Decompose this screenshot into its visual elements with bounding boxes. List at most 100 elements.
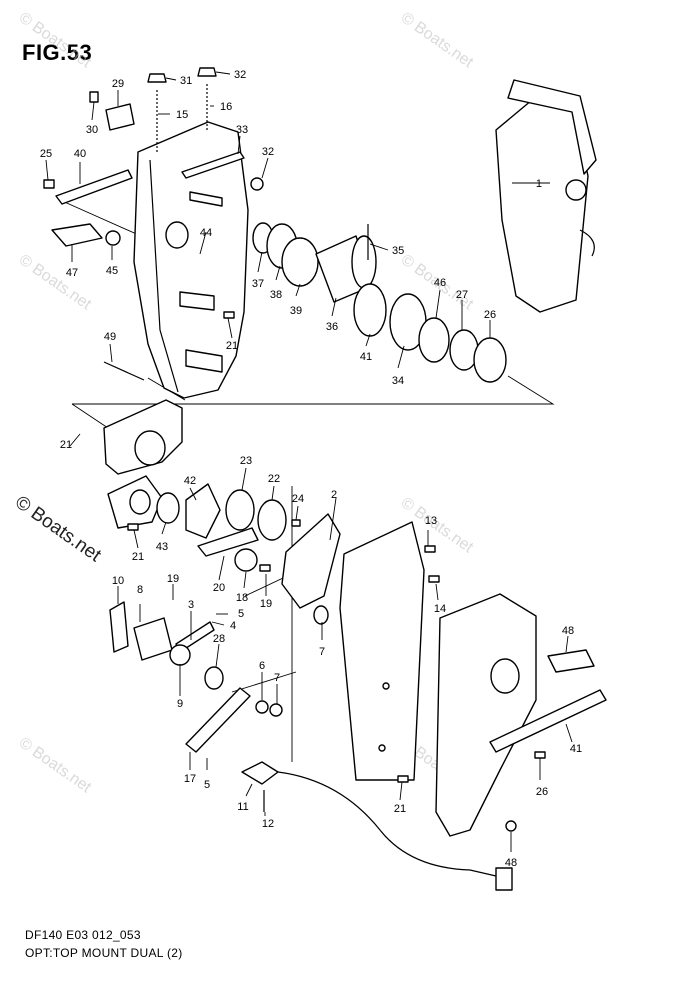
callout-label: 23	[240, 455, 252, 467]
callout-label: 36	[326, 321, 338, 333]
nut	[197, 67, 217, 77]
callout-label: 43	[156, 541, 168, 553]
washer	[269, 703, 283, 717]
callout-label: 26	[484, 309, 496, 321]
screw	[223, 311, 235, 319]
callout-label: 39	[290, 305, 302, 317]
holder	[51, 223, 103, 247]
pin	[189, 191, 223, 207]
bracket	[109, 601, 129, 653]
screw	[428, 575, 440, 583]
callout-label: 8	[137, 584, 143, 596]
bracket	[133, 617, 173, 661]
callout-label: 5	[204, 779, 210, 791]
cam-block	[185, 483, 221, 539]
cam-plate	[225, 489, 255, 531]
callout-label: 29	[112, 78, 124, 90]
pin	[181, 151, 245, 179]
callout-label: 14	[434, 603, 446, 615]
callout-label: 19	[260, 598, 272, 610]
shaft-end	[351, 235, 377, 289]
callout-label: 21	[394, 803, 406, 815]
callout-label: 9	[177, 698, 183, 710]
callout-label: 40	[74, 148, 86, 160]
cable	[579, 229, 595, 257]
callout-label: 7	[274, 672, 280, 684]
callout-label: 42	[184, 475, 196, 487]
callout-label: 1	[536, 178, 542, 190]
callout-label: 47	[66, 267, 78, 279]
seal	[418, 317, 450, 363]
watermark: © Boats.net	[16, 734, 95, 796]
clamp-plate	[105, 103, 135, 131]
hole	[378, 744, 386, 752]
base-plate	[339, 521, 425, 781]
callout-label: 5	[238, 608, 244, 620]
callout-label: 45	[106, 265, 118, 277]
remote-control-box	[495, 99, 589, 313]
callout-label: 48	[505, 857, 517, 869]
callout-label: 32	[262, 146, 274, 158]
nut	[147, 73, 167, 83]
callout-label: 10	[112, 575, 124, 587]
neutral-lever	[489, 689, 607, 753]
callout-label: 27	[456, 289, 468, 301]
callout-label: 12	[262, 818, 274, 830]
o-ring	[313, 605, 329, 625]
callout-label: 25	[40, 148, 52, 160]
link-arm	[185, 687, 251, 753]
switch-cable	[277, 771, 497, 877]
upper-assembly	[43, 67, 597, 399]
bolt	[43, 179, 55, 189]
callout-label: 28	[213, 633, 225, 645]
callout-label: 37	[252, 278, 264, 290]
screw	[397, 775, 409, 783]
switch	[241, 761, 279, 785]
bushing	[156, 492, 180, 524]
callout-label: 30	[86, 124, 98, 136]
nut	[505, 820, 517, 832]
callout-label: 15	[176, 109, 188, 121]
hole	[382, 682, 390, 690]
lever-hub	[565, 179, 587, 201]
housing-cover-plate	[281, 513, 341, 609]
bolt	[89, 91, 99, 103]
ball	[250, 177, 264, 191]
callout-label: 35	[392, 245, 404, 257]
screw	[291, 519, 301, 527]
callout-label: 24	[292, 493, 304, 505]
housing-bore	[134, 430, 166, 466]
screw	[534, 751, 546, 759]
callout-label: 21	[132, 551, 144, 563]
callout-label: 7	[319, 646, 325, 658]
watermark: © Boats.net	[398, 9, 477, 71]
control-lever	[507, 79, 597, 175]
watermark: © Boats.net	[16, 9, 95, 71]
spring	[105, 230, 121, 246]
callout-label: 19	[167, 573, 179, 585]
callout-label: 41	[570, 743, 582, 755]
callout-label: 38	[270, 289, 282, 301]
callout-label: 4	[230, 620, 236, 632]
callout-label: 21	[60, 439, 72, 451]
watermark: © Boats.net	[16, 251, 95, 313]
control-bracket	[133, 121, 249, 399]
gear	[490, 658, 520, 694]
diagram-code: DF140 E03 012_053	[25, 928, 141, 942]
screw	[424, 545, 436, 553]
bracket-boss	[165, 221, 189, 249]
washer	[255, 700, 269, 714]
callout-label: 6	[259, 660, 265, 672]
friction-plate	[353, 283, 387, 337]
callout-label: 46	[434, 277, 446, 289]
callout-label: 41	[360, 351, 372, 363]
callout-label: 22	[268, 473, 280, 485]
cam-plate	[257, 499, 287, 541]
remote-control-box	[435, 593, 537, 837]
washer	[234, 548, 258, 572]
neutral-lever	[55, 169, 133, 205]
screw	[259, 564, 271, 572]
callout-label: 44	[200, 227, 212, 239]
gear-plate	[281, 237, 319, 287]
